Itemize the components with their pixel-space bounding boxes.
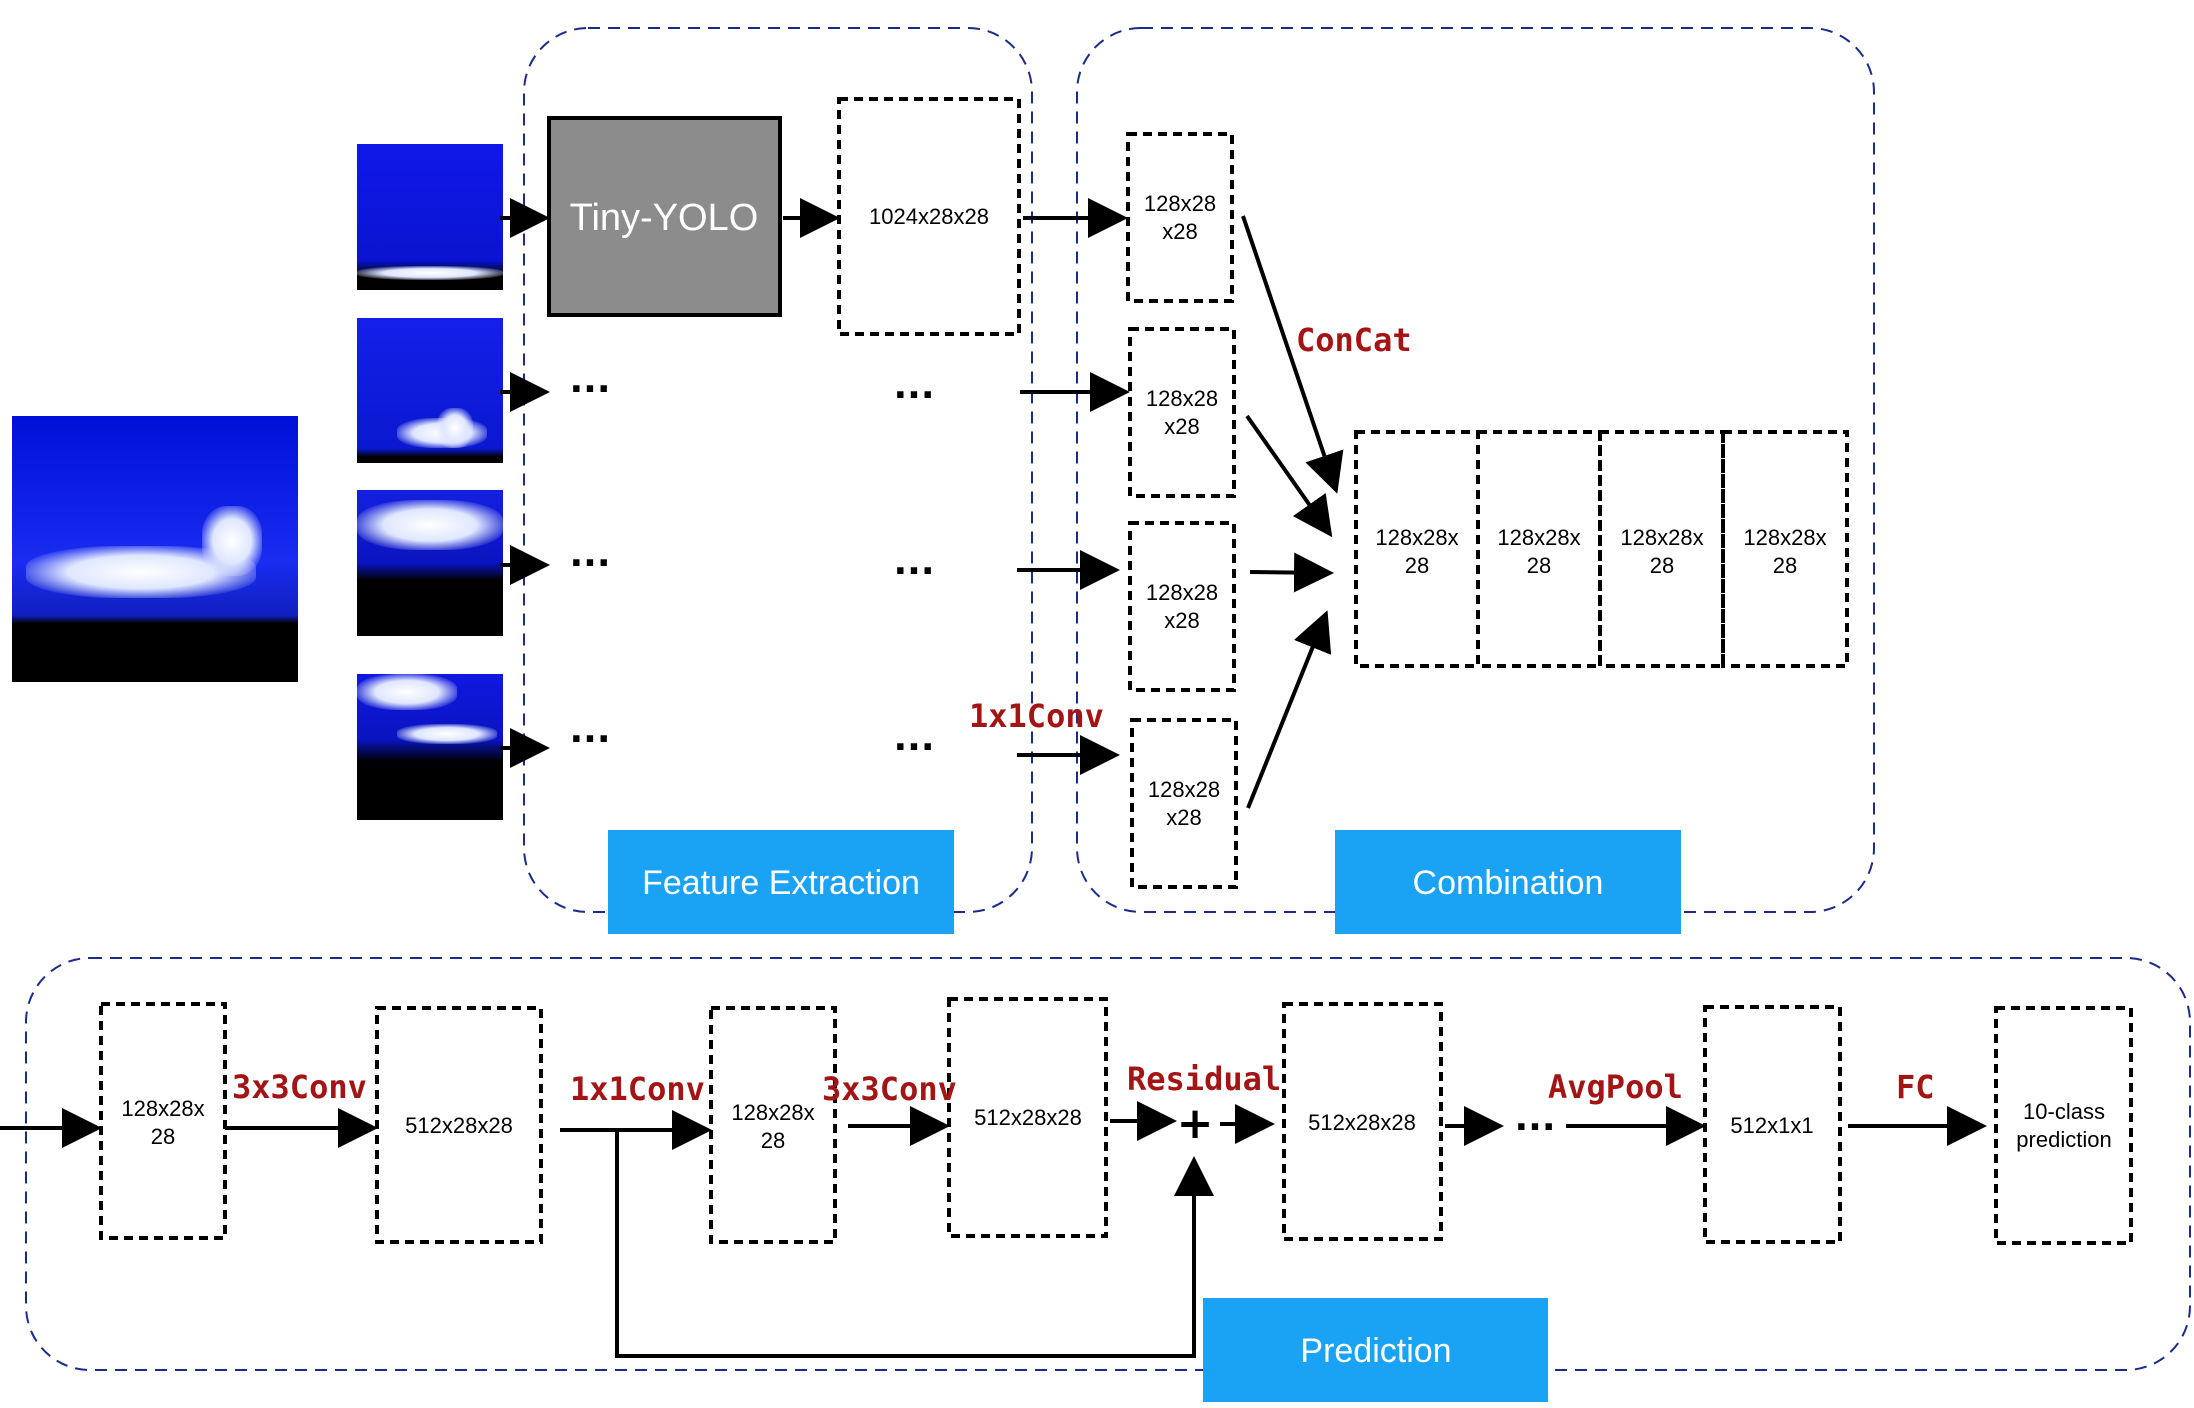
svg-text:x28: x28 — [1162, 219, 1197, 244]
svg-text:28: 28 — [1773, 553, 1797, 578]
reduced-feature-3: 128x28 x28 — [1128, 521, 1236, 692]
input-airplane-image — [12, 416, 298, 682]
svg-text:128x28x: 128x28x — [1375, 525, 1458, 550]
residual-plus-icon: + — [1177, 1098, 1214, 1149]
input-patch-2 — [357, 318, 503, 463]
svg-text:28: 28 — [1527, 553, 1551, 578]
svg-text:128x28x: 128x28x — [1743, 525, 1826, 550]
feature-map-label: 1024x28x28 — [869, 204, 989, 229]
svg-text:512x28x28: 512x28x28 — [974, 1105, 1082, 1130]
pred-512-block-a: 512x28x28 — [375, 1006, 543, 1244]
ellipsis-pred: ... — [1514, 1098, 1555, 1139]
svg-text:10-class: 10-class — [2023, 1099, 2105, 1124]
concat-block-1: 128x28x 28 — [1354, 430, 1480, 668]
svg-text:512x1x1: 512x1x1 — [1730, 1113, 1813, 1138]
concat-block-4: 128x28x 28 — [1721, 430, 1849, 668]
pred-output-block: 10-class prediction — [1994, 1006, 2133, 1245]
concat-op-label: ConCat — [1296, 321, 1412, 359]
conv3x3-b-op-label: 3x3Conv — [822, 1070, 957, 1108]
residual-op-label: Residual — [1127, 1060, 1281, 1098]
prediction-label-bg — [1203, 1298, 1548, 1402]
input-patch-3 — [357, 490, 503, 636]
svg-text:128x28: 128x28 — [1148, 777, 1220, 802]
ellipsis-feat-4: ... — [893, 718, 934, 759]
ellipsis-feat-3: ... — [893, 542, 934, 583]
svg-text:512x28x28: 512x28x28 — [405, 1113, 513, 1138]
feature-extraction-arrows — [500, 198, 1344, 809]
conv1x1-top-op-label: 1x1Conv — [969, 697, 1104, 735]
ellipsis-yolo-2: ... — [569, 360, 610, 401]
svg-text:28: 28 — [151, 1124, 175, 1149]
svg-text:128x28x: 128x28x — [1497, 525, 1580, 550]
svg-text:128x28: 128x28 — [1144, 191, 1216, 216]
avgpool-op-label: AvgPool — [1548, 1068, 1683, 1106]
ellipsis-yolo-4: ... — [569, 710, 610, 751]
conv1x1-bottom-op-label: 1x1Conv — [570, 1070, 705, 1108]
reduced-feature-2: 128x28 x28 — [1128, 327, 1236, 498]
ellipsis-yolo-3: ... — [569, 534, 610, 575]
svg-text:x28: x28 — [1164, 414, 1199, 439]
pred-512-block-c: 512x28x28 — [1282, 1002, 1443, 1241]
concat-block-2: 128x28x 28 — [1476, 430, 1602, 668]
combination-label-bg — [1335, 830, 1681, 934]
svg-text:28: 28 — [1650, 553, 1674, 578]
svg-text:prediction: prediction — [2016, 1127, 2111, 1152]
pred-mid-block: 128x28x 28 — [709, 1006, 837, 1244]
prediction-label: Prediction — [1300, 1332, 1451, 1370]
prediction-arrows — [0, 1101, 1987, 1358]
feature-extraction-label-bg — [608, 830, 954, 934]
conv3x3-a-op-label: 3x3Conv — [232, 1068, 367, 1106]
svg-text:128x28: 128x28 — [1146, 580, 1218, 605]
svg-text:x28: x28 — [1164, 608, 1199, 633]
feature-extraction-label: Feature Extraction — [642, 864, 920, 902]
input-patch-1 — [357, 144, 503, 290]
pred-pool-block: 512x1x1 — [1703, 1005, 1842, 1244]
tiny-yolo-label: Tiny-YOLO — [570, 197, 759, 239]
fc-op-label: FC — [1896, 1068, 1935, 1106]
svg-text:128x28: 128x28 — [1146, 386, 1218, 411]
reduced-feature-1: 128x28 x28 — [1126, 132, 1234, 303]
svg-text:128x28x: 128x28x — [121, 1096, 204, 1121]
svg-text:128x28x: 128x28x — [731, 1100, 814, 1125]
svg-text:28: 28 — [761, 1128, 785, 1153]
input-patch-4 — [357, 674, 503, 820]
reduced-feature-4: 128x28 x28 — [1130, 718, 1238, 889]
ellipsis-feat-2: ... — [893, 366, 934, 407]
tiny-yolo-block — [547, 116, 782, 317]
svg-text:512x28x28: 512x28x28 — [1308, 1110, 1416, 1135]
svg-text:128x28x: 128x28x — [1620, 525, 1703, 550]
pred-input-block: 128x28x 28 — [99, 1002, 227, 1240]
svg-text:x28: x28 — [1166, 805, 1201, 830]
concat-block-3: 128x28x 28 — [1598, 430, 1725, 668]
pred-512-block-b: 512x28x28 — [947, 997, 1108, 1238]
svg-text:28: 28 — [1405, 553, 1429, 578]
combination-label: Combination — [1413, 864, 1604, 902]
